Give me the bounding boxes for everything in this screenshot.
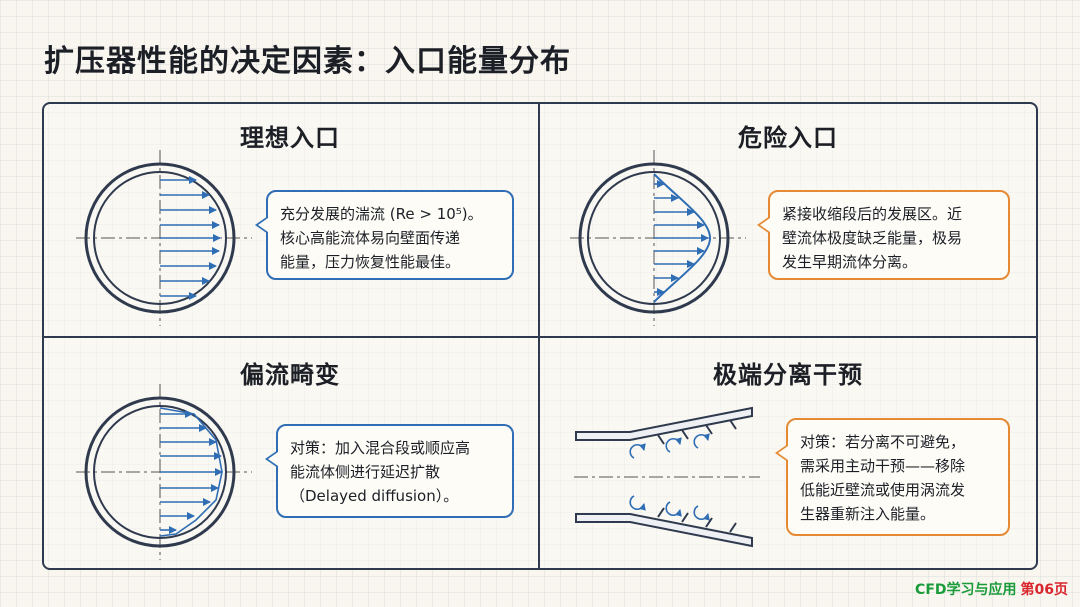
footer-brand: CFD学习与应用	[915, 582, 1017, 598]
pipe-inner-wall	[587, 171, 721, 305]
callout-line: 需采用主动干预——移除	[800, 457, 966, 475]
footer-page-number: 第06页	[1020, 582, 1068, 598]
callout-tail	[255, 216, 268, 234]
danger-inlet-diagram	[570, 150, 746, 326]
callout-line: 生器重新注入能量。	[800, 505, 936, 523]
callout-tail	[265, 450, 278, 468]
callout-line: 壁流体极度缺乏能量，极易	[782, 229, 963, 247]
callout-tail	[775, 444, 788, 462]
diffuser-lower-wall	[575, 513, 753, 548]
footer: CFD学习与应用第06页	[915, 579, 1068, 599]
quadrant-title-skewed: 偏流畸变	[240, 361, 340, 389]
quadrant-title-danger: 危险入口	[738, 124, 838, 152]
quadrant-title-ideal: 理想入口	[240, 124, 340, 152]
callout-line: 紧接收缩段后的发展区。近	[782, 205, 963, 223]
pipe-outer-wall	[84, 396, 236, 548]
callout-skewed: 对策：加入混合段或顺应高 能流体侧进行延迟扩散 （Delayed diffusi…	[265, 424, 514, 518]
callout-separation: 对策：若分离不可避免， 需采用主动干预——移除 低能近壁流或使用涡流发 生器重新…	[775, 418, 1010, 536]
callout-ideal: 充分发展的湍流 (Re > 10⁵)。 核心高能流体易向壁面传递 能量，压力恢复…	[255, 190, 514, 280]
page-title: 扩压器性能的决定因素：入口能量分布	[44, 44, 571, 79]
velocity-profile-arrows	[160, 176, 221, 300]
callout-line: 充分发展的湍流 (Re > 10⁵)。	[280, 205, 483, 223]
pipe-inner-wall	[93, 405, 227, 539]
callout-line: 对策：加入混合段或顺应高	[290, 439, 471, 457]
skewed-inlet-diagram	[76, 384, 252, 560]
pipe-inner-wall	[93, 171, 227, 305]
callout-line: 能流体侧进行延迟扩散	[290, 463, 441, 481]
pipe-outer-wall	[84, 162, 236, 314]
velocity-profile-curve	[159, 407, 223, 537]
velocity-profile-arrows	[160, 410, 223, 534]
velocity-profile-arrows	[654, 180, 709, 296]
ideal-inlet-diagram	[76, 150, 252, 326]
callout-danger: 紧接收缩段后的发展区。近 壁流体极度缺乏能量，极易 发生早期流体分离。	[757, 190, 1010, 280]
callout-line: 低能近壁流或使用涡流发	[800, 481, 966, 499]
callout-line: （Delayed diffusion）。	[290, 487, 459, 505]
recirculation-vortex-arrows	[629, 433, 710, 521]
diffuser-separation-diagram	[574, 406, 760, 548]
diffuser-upper-wall	[575, 406, 753, 441]
callout-line: 发生早期流体分离。	[782, 253, 918, 271]
quadrant-title-separation: 极端分离干预	[713, 361, 863, 389]
pipe-outer-wall	[578, 162, 730, 314]
horizontal-divider	[42, 336, 1038, 338]
callout-line: 核心高能流体易向壁面传递	[280, 229, 461, 247]
callout-line: 能量，压力恢复性能最佳。	[280, 253, 461, 271]
callout-tail	[757, 216, 770, 234]
vortex-generators	[657, 419, 737, 533]
callout-line: 对策：若分离不可避免，	[800, 433, 966, 451]
